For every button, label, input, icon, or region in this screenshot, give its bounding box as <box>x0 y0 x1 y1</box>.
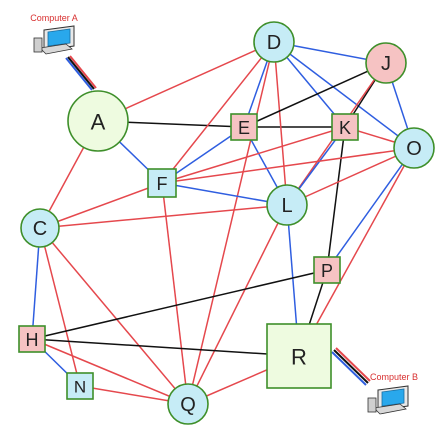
computer-a-label: Computer A <box>30 13 78 23</box>
node-r-label: R <box>291 345 307 370</box>
node-j-shape <box>365 42 407 84</box>
node-layer: A C D E F H J K L N O P Q R <box>18 21 435 425</box>
node-d-label: D <box>267 32 281 54</box>
node-r: R <box>266 323 332 389</box>
edge-f-c <box>39 182 163 229</box>
edge-k-p <box>326 126 346 271</box>
edge-d-q <box>187 41 275 405</box>
node-o: O <box>393 127 435 169</box>
node-n-shape <box>66 372 94 400</box>
edge-a-d <box>97 41 275 122</box>
node-e-shape <box>230 113 258 141</box>
computer-b-label: Computer B <box>370 372 418 382</box>
edge-f-l <box>161 182 288 206</box>
edge-c-l <box>39 204 288 229</box>
edge-f-o <box>161 147 415 184</box>
node-r-shape <box>266 323 332 389</box>
edge-o-r <box>298 147 415 357</box>
node-j: J <box>365 42 407 84</box>
node-h: H <box>18 325 46 353</box>
node-k-label: K <box>339 118 351 138</box>
node-l-shape <box>266 184 308 226</box>
edge-o-l <box>286 147 415 206</box>
node-f-label: F <box>157 174 168 194</box>
node-q-shape <box>167 383 209 425</box>
computer-a-icon <box>33 25 75 55</box>
edge-c-q <box>39 227 189 405</box>
edge-d-l <box>273 41 288 206</box>
edge-d-o <box>273 41 415 149</box>
node-n-label: N <box>74 378 86 397</box>
node-q-label: Q <box>180 394 196 416</box>
node-d: D <box>253 21 295 63</box>
edge-f-q <box>161 182 189 405</box>
node-p: P <box>313 256 341 284</box>
edge-p-h <box>31 269 328 340</box>
node-a-label: A <box>91 110 106 135</box>
edge-j-e <box>243 62 387 128</box>
computer-b-cable <box>331 347 371 386</box>
node-o-shape <box>393 127 435 169</box>
computer-a-cable <box>65 55 97 91</box>
node-j-label: J <box>381 53 391 75</box>
node-o-label: O <box>406 138 422 160</box>
computer-b: Computer B <box>367 372 418 415</box>
node-c-shape <box>20 208 60 248</box>
edge-k-f <box>161 126 346 184</box>
node-a-shape <box>67 90 129 152</box>
edge-d-f <box>161 41 275 184</box>
node-a: A <box>67 90 129 152</box>
node-e-label: E <box>238 118 250 138</box>
node-e: E <box>230 113 258 141</box>
edge-c-n <box>39 227 81 387</box>
edge-h-r <box>31 338 300 357</box>
node-c-label: C <box>33 218 47 240</box>
edge-h-q <box>31 338 189 405</box>
computer-a: Computer A <box>30 13 78 55</box>
node-p-shape <box>313 256 341 284</box>
node-l: L <box>266 184 308 226</box>
node-h-label: H <box>26 330 39 350</box>
node-q: Q <box>167 383 209 425</box>
node-h-shape <box>18 325 46 353</box>
node-k-shape <box>331 113 359 141</box>
edge-o-p <box>326 147 415 271</box>
edge-l-q <box>187 204 288 405</box>
node-d-shape <box>253 21 295 63</box>
node-k: K <box>331 113 359 141</box>
node-n: N <box>66 372 94 400</box>
node-f-shape <box>147 168 177 198</box>
computer-b-icon <box>367 385 409 415</box>
node-f: F <box>147 168 177 198</box>
node-p-label: P <box>321 261 333 281</box>
node-l-label: L <box>281 195 292 217</box>
node-c: C <box>20 208 60 248</box>
